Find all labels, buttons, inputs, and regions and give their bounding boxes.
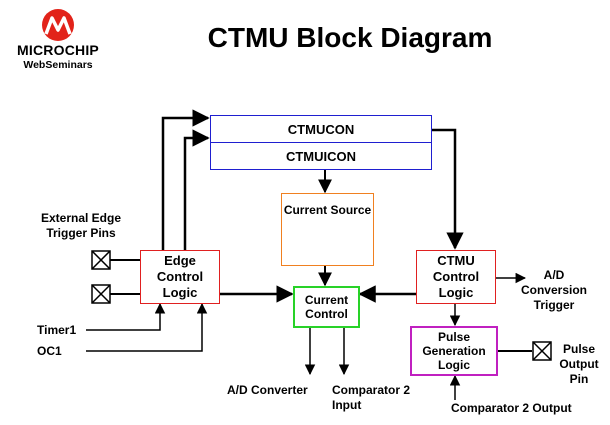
ad-trigger-line-2: Conversion (520, 283, 587, 297)
microchip-logo: MICROCHIP WebSeminars (8, 8, 108, 76)
external-trigger-pin-2-icon (91, 284, 111, 304)
current-control-block: Current Control (293, 286, 360, 328)
ctmuicon-register: CTMUICON (210, 142, 432, 170)
edge-control-line-3: Logic (162, 285, 198, 300)
oc1-to-edge-line (86, 302, 208, 352)
pulse-output-pin-label: Pulse Output Pin (553, 342, 605, 387)
ad-conversion-trigger-label: A/D Conversion Trigger (513, 268, 595, 313)
edge-control-line-2: Control (156, 269, 204, 284)
edge-control-logic-block: Edge Control Logic (140, 250, 220, 304)
external-edge-line-2: Trigger Pins (46, 226, 116, 240)
registers-to-ctmu-logic-line (432, 128, 464, 250)
edge-control-line-1: Edge (164, 253, 196, 268)
current-control-line-2: Control (305, 307, 348, 321)
external-edge-trigger-label: External Edge Trigger Pins (22, 211, 140, 241)
pulse-generation-line-3: Logic (438, 358, 470, 372)
pulse-output-line-2: Output (559, 357, 599, 371)
current-source-label: Current Source (283, 203, 372, 217)
ctmu-control-line-2: Control (432, 269, 480, 284)
ctmucon-register: CTMUCON (210, 115, 432, 143)
pulse-output-line-3: Pin (569, 372, 589, 386)
ad-converter-label: A/D Converter (227, 383, 308, 397)
edge-to-ctmuicon-line (183, 129, 210, 250)
page-title: CTMU Block Diagram (207, 22, 493, 53)
timer1-label: Timer1 (37, 323, 77, 337)
ad-trigger-line-1: A/D (543, 268, 565, 282)
ctmucon-label: CTMUCON (287, 121, 355, 137)
comparator2-input-line-2: Input (332, 398, 362, 412)
comparator2-input-label: Comparator 2 Input (332, 383, 410, 413)
comparator2-input-line-1: Comparator 2 (332, 383, 411, 397)
brand-name: MICROCHIP (17, 42, 99, 58)
external-edge-line-1: External Edge (40, 211, 122, 225)
pulse-output-pin-icon (532, 341, 552, 361)
oc1-label: OC1 (37, 344, 62, 358)
ctmuicon-label: CTMUICON (285, 148, 357, 164)
ad-trigger-line-3: Trigger (533, 298, 575, 312)
current-source-block: Current Source (281, 193, 374, 266)
pulse-generation-logic-block: Pulse Generation Logic (410, 326, 498, 376)
comparator2-output-label: Comparator 2 Output (451, 401, 572, 415)
microchip-logo-icon (42, 9, 74, 41)
edge-to-ctmucon-line (161, 109, 210, 250)
ctmu-control-line-3: Logic (438, 285, 474, 300)
pulse-generation-line-2: Generation (422, 344, 486, 358)
external-trigger-pin-1-icon (91, 250, 111, 270)
current-control-line-1: Current (304, 293, 349, 307)
brand-subtitle: WebSeminars (23, 59, 93, 71)
ctmu-control-line-1: CTMU (437, 253, 475, 268)
timer1-to-edge-line (86, 302, 166, 331)
ctmu-control-logic-block: CTMU Control Logic (416, 250, 496, 304)
pulse-output-line-1: Pulse (562, 342, 595, 356)
pulse-generation-line-1: Pulse (437, 330, 470, 344)
